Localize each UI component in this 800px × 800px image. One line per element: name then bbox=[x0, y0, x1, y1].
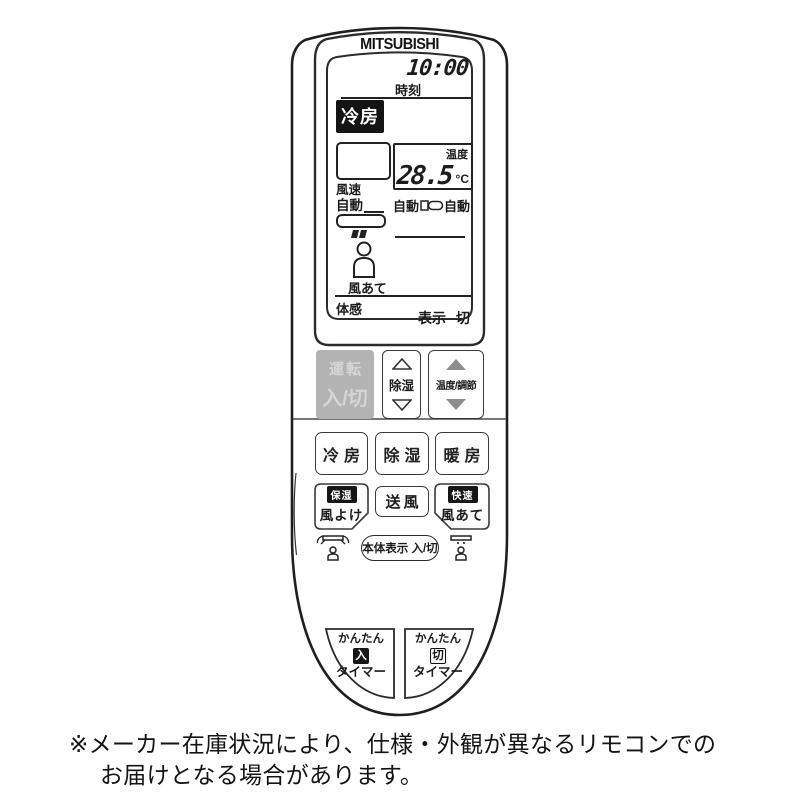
wind-direct-label: 風あて bbox=[440, 508, 485, 523]
ac-unit-icon bbox=[336, 214, 386, 238]
lcd-display-label: 表示 bbox=[418, 310, 446, 326]
timer-off-label-bottom: タイマー bbox=[412, 665, 463, 680]
lcd-temp-value: 28.5 bbox=[395, 161, 454, 191]
lcd-vane-right-label: 自動 bbox=[443, 199, 470, 214]
timer-off-badge: 切 bbox=[430, 648, 446, 665]
dry-mode-button[interactable]: 除湿 bbox=[375, 432, 429, 475]
lcd-fan-speed-value: 自動 bbox=[336, 198, 363, 213]
vane-slider-icon bbox=[419, 200, 443, 211]
lcd-clock-label: 時刻 bbox=[394, 83, 421, 98]
timer-on-label-bottom: タイマー bbox=[335, 665, 386, 680]
wind-avoid-label: 風よけ bbox=[319, 508, 364, 523]
power-button-label-top: 運転 bbox=[328, 361, 363, 378]
easy-off-timer-button[interactable]: かんたん 切 タイマー bbox=[405, 633, 471, 680]
temperature-rocker-button[interactable]: 温度/調節 bbox=[428, 350, 484, 419]
side-clip-line bbox=[293, 472, 298, 556]
timer-on-badge: 入 bbox=[353, 648, 369, 665]
lcd-fan-speed-box bbox=[336, 142, 391, 180]
wind-direct-button[interactable]: 快速 風あて bbox=[436, 486, 489, 529]
wind-direct-badge: 快速 bbox=[447, 486, 478, 503]
lcd-temp-unit: °C bbox=[455, 172, 469, 186]
easy-on-timer-button[interactable]: かんたん 入 タイマー bbox=[328, 633, 394, 680]
disclaimer-line2: お届けとなる場合があります。 bbox=[100, 762, 424, 788]
brand-logo: MITSUBISHI bbox=[360, 36, 439, 54]
lcd-display-state: 切 bbox=[456, 310, 470, 326]
lcd-divider-bottom bbox=[335, 295, 471, 297]
down-triangle-outline-icon[interactable] bbox=[391, 399, 412, 411]
cool-mode-button[interactable]: 冷房 bbox=[315, 432, 368, 475]
lcd-vane-row: 自動 自動 bbox=[393, 196, 470, 215]
lcd-divider-top bbox=[341, 97, 471, 99]
lcd-fan-underline bbox=[364, 211, 384, 213]
disclaimer-line1: ※メーカー在庫状況により、仕様・外観が異なるリモコンでの bbox=[69, 731, 717, 757]
timer-off-label-top: かんたん bbox=[415, 633, 461, 645]
unit-display-toggle-button[interactable]: 本体表示 入/切 bbox=[361, 535, 439, 561]
down-triangle-filled-icon[interactable] bbox=[445, 398, 467, 411]
lcd-temp-label: 温度 bbox=[446, 149, 468, 161]
lcd-body-sense-label: 体感 bbox=[336, 302, 363, 317]
lcd-vane-left-label: 自動 bbox=[393, 199, 420, 214]
heat-mode-button[interactable]: 暖房 bbox=[435, 432, 489, 475]
lcd-mode-badge: 冷房 bbox=[336, 100, 384, 133]
temperature-rocker-label: 温度/調節 bbox=[435, 381, 477, 392]
lcd-display-row: 表示 切 bbox=[418, 308, 470, 328]
power-button[interactable]: 運転 入/切 bbox=[316, 350, 374, 419]
timer-on-label-top: かんたん bbox=[338, 633, 384, 645]
wind-avoid-button[interactable]: 保湿 風よけ bbox=[315, 486, 368, 529]
airflow-avoid-icon bbox=[316, 535, 350, 561]
power-button-label-bottom: 入/切 bbox=[322, 388, 368, 410]
airflow-direct-icon bbox=[450, 535, 472, 561]
fan-only-button[interactable]: 送風 bbox=[375, 486, 429, 517]
disclaimer-text: ※メーカー在庫状況により、仕様・外観が異なるリモコンでの お届けとなる場合があり… bbox=[69, 729, 716, 791]
up-triangle-outline-icon[interactable] bbox=[391, 358, 412, 370]
lcd-fan-speed-label: 風速 bbox=[336, 183, 362, 197]
person-icon bbox=[353, 241, 375, 278]
humidity-rocker-label: 除湿 bbox=[388, 379, 414, 393]
lcd-clock: 10:00 bbox=[405, 56, 470, 81]
up-triangle-filled-icon[interactable] bbox=[445, 358, 467, 371]
lcd-divider-mid bbox=[395, 236, 465, 238]
remote-control: MITSUBISHI 10:00 時刻 冷房 風速 自動 温度 28.5 °C … bbox=[290, 15, 509, 718]
lcd-temperature-box: 温度 28.5 °C bbox=[393, 143, 473, 191]
lcd-airflow-label: 風あて bbox=[348, 281, 387, 296]
wind-avoid-badge: 保湿 bbox=[326, 486, 357, 503]
humidity-rocker-button[interactable]: 除湿 bbox=[382, 350, 421, 419]
